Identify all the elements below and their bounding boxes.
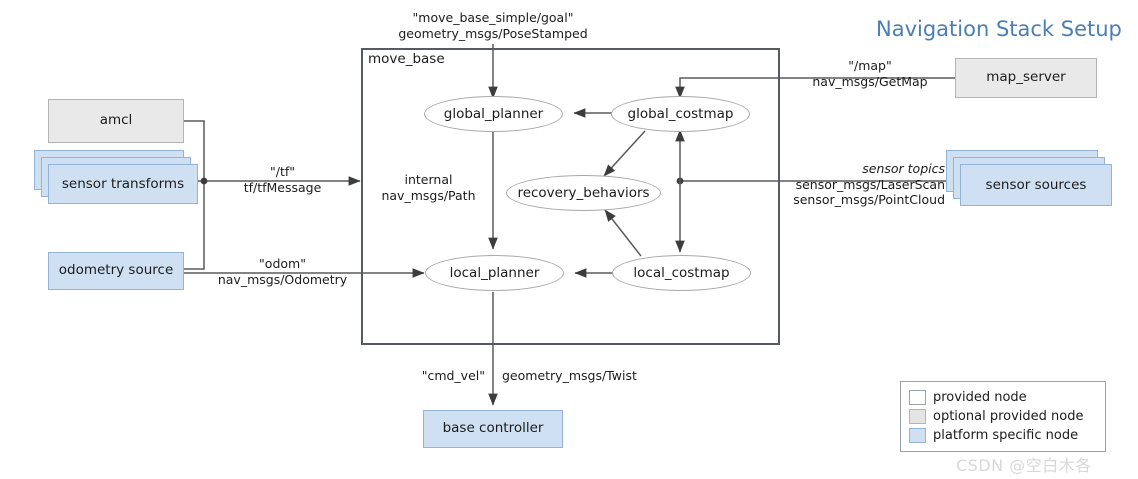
node-amcl[interactable]: amcl: [48, 99, 184, 143]
node-sensor-transforms-front: sensor transforms: [48, 164, 198, 204]
legend-label-platform-specific-node: platform specific node: [933, 428, 1079, 443]
move-base-label: move_base: [366, 51, 447, 67]
node-global-costmap-label: global_costmap: [627, 106, 734, 122]
edge-label-map-topic: "/map": [848, 58, 892, 73]
node-sensor-sources-label: sensor sources: [985, 177, 1087, 193]
node-sensor-transforms[interactable]: sensor transforms: [34, 150, 198, 212]
edge-label-sensor-topics: sensor topics sensor_msgs/LaserScan sens…: [755, 161, 945, 208]
node-odometry-source-label: odometry source: [58, 262, 174, 279]
edge-label-odom-topic: "odom": [259, 256, 306, 271]
edge-label-goal: "move_base_simple/goal" geometry_msgs/Po…: [393, 10, 593, 41]
edge-label-tf-topic: "/tf": [269, 164, 295, 179]
edge-label-map-type: nav_msgs/GetMap: [812, 73, 928, 89]
legend-item-provided-node: provided node: [909, 388, 1095, 407]
node-amcl-label: amcl: [99, 112, 133, 129]
node-local-planner-label: local_planner: [449, 265, 540, 281]
edge-label-goal-topic: "move_base_simple/goal": [412, 10, 574, 25]
node-local-planner[interactable]: local_planner: [425, 255, 564, 291]
legend: provided node optional provided node pla…: [900, 381, 1106, 452]
edge-label-internal-path-topic: internal: [404, 172, 453, 187]
node-global-costmap[interactable]: global_costmap: [611, 96, 750, 132]
page-title: Navigation Stack Setup: [876, 17, 1122, 41]
node-sensor-transforms-label: sensor transforms: [61, 176, 185, 192]
node-local-costmap-label: local_costmap: [633, 265, 730, 281]
node-recovery-behaviors[interactable]: recovery_behaviors: [506, 175, 661, 211]
legend-swatch-optional-provided-node: [909, 409, 926, 424]
edge-label-internal-path-type: nav_msgs/Path: [381, 187, 476, 203]
legend-label-optional-provided-node: optional provided node: [933, 409, 1084, 424]
node-recovery-behaviors-label: recovery_behaviors: [517, 185, 650, 201]
node-base-controller-label: base controller: [442, 420, 544, 437]
node-global-planner-label: global_planner: [443, 106, 544, 122]
node-map-server[interactable]: map_server: [955, 58, 1097, 98]
edge-label-tf-type: tf/tfMessage: [243, 179, 322, 195]
edge-label-sensor-topics-type2: sensor_msgs/PointCloud: [793, 192, 945, 208]
node-odometry-source[interactable]: odometry source: [48, 252, 184, 290]
watermark: CSDN @空白木各: [956, 456, 1092, 475]
node-base-controller[interactable]: base controller: [423, 410, 563, 448]
node-local-costmap[interactable]: local_costmap: [612, 255, 751, 291]
node-global-planner[interactable]: global_planner: [424, 96, 563, 132]
legend-swatch-platform-specific-node: [909, 428, 926, 443]
edge-label-sensor-topics-type1: sensor_msgs/LaserScan: [795, 176, 945, 192]
legend-item-optional-provided-node: optional provided node: [909, 407, 1095, 426]
edge-label-internal-path: internal nav_msgs/Path: [371, 172, 486, 204]
edge-label-map: "/map" nav_msgs/GetMap: [795, 58, 945, 89]
legend-label-provided-node: provided node: [933, 390, 1027, 405]
edge-label-goal-type: geometry_msgs/PoseStamped: [398, 25, 588, 41]
edge-label-cmd-vel-type: geometry_msgs/Twist: [502, 368, 637, 383]
legend-swatch-provided-node: [909, 390, 926, 405]
node-sensor-sources-front: sensor sources: [960, 164, 1112, 206]
edge-label-sensor-topics-topic: sensor topics: [862, 161, 945, 176]
edge-label-tf: "/tf" tf/tfMessage: [230, 164, 335, 195]
legend-item-platform-specific-node: platform specific node: [909, 426, 1095, 445]
node-map-server-label: map_server: [986, 69, 1066, 86]
edge-label-cmd-vel-type-wrap: geometry_msgs/Twist: [502, 368, 702, 384]
edge-label-cmd-vel-topic-wrap: "cmd_vel": [350, 368, 485, 384]
move-base-container: [361, 48, 780, 345]
node-sensor-sources[interactable]: sensor sources: [946, 150, 1112, 212]
edge-label-cmd-vel-topic: "cmd_vel": [421, 368, 485, 383]
edge-label-odom: "odom" nav_msgs/Odometry: [205, 256, 360, 287]
edge-label-odom-type: nav_msgs/Odometry: [217, 271, 348, 287]
